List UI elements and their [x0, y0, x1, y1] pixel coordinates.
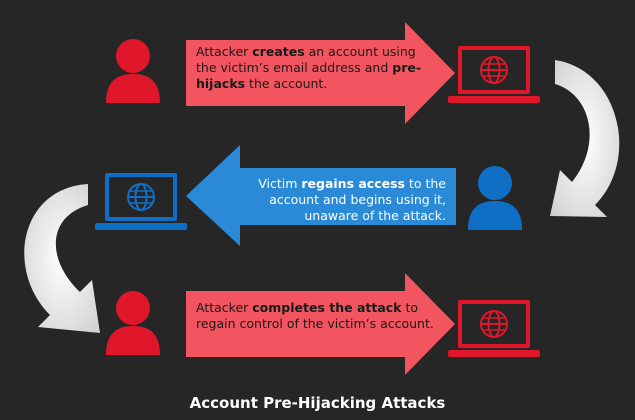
step-text-segment: Victim [258, 176, 302, 191]
step2-text: Victim regains access to the account and… [246, 176, 446, 224]
step-text-emphasis: completes the attack [252, 300, 402, 315]
step1-arrow [186, 22, 455, 124]
step-text-segment: Attacker [196, 44, 253, 59]
step1-text: Attacker creates an account using the vi… [196, 44, 436, 92]
step-text-emphasis: pre-hijacks [196, 60, 422, 91]
laptop-globe-icon [448, 300, 540, 357]
step-text-segment: Attacker [196, 300, 253, 315]
step-text-segment: to the account and begins using it, unaw… [269, 176, 446, 223]
attacker-person-icon [106, 39, 160, 103]
laptop-globe-icon [95, 173, 187, 230]
curved-arrow-icon [24, 184, 100, 333]
step-text-segment: the account. [245, 76, 328, 91]
step-text-emphasis: creates [252, 44, 305, 59]
step3-arrow [186, 273, 455, 375]
laptop-globe-icon [448, 46, 540, 103]
step-text-emphasis: regains access [301, 176, 405, 191]
step-text-segment: to regain control of the victim’s accoun… [196, 300, 434, 331]
diagram-title: Account Pre-Hijacking Attacks [189, 394, 446, 412]
step3-text: Attacker completes the attack to regain … [196, 300, 436, 332]
step2-arrow [186, 145, 456, 246]
curved-arrow-icon [550, 60, 620, 217]
victim-person-icon [468, 166, 522, 230]
attacker-person-icon [106, 291, 160, 355]
step-text-segment: an account using the victim’s email addr… [196, 44, 416, 75]
